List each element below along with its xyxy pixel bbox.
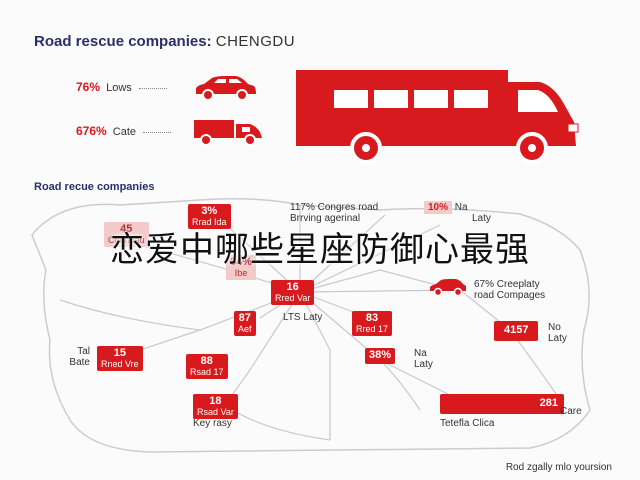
city-name: CHENGDU: [215, 33, 296, 50]
map-note: 10% Na Laty: [424, 201, 491, 224]
car-icon: [196, 76, 256, 101]
dotted-leader: [143, 131, 172, 133]
rescue-truck-illustration: [296, 70, 579, 164]
page-title: Road rescue companies: CHENGDU: [34, 33, 295, 50]
title-text: Road rescue companies:: [34, 33, 212, 50]
stat-value: 76%: [76, 80, 101, 94]
map-label: Tetefla Clica: [440, 418, 495, 429]
map-badge: 38%: [365, 348, 396, 364]
map-badge: 3%Rrad Ida: [188, 204, 231, 229]
map-label: LTS Laty: [283, 312, 323, 323]
footer-note: Rod zgally mlo yoursion: [505, 462, 612, 473]
map-label: No Laty: [548, 322, 567, 344]
map-car-icon: [430, 279, 466, 297]
overlay-caption: 恋爱中哪些星座防御心最强: [110, 230, 530, 270]
road-network: [59, 205, 561, 441]
stat-value: 676%: [76, 124, 107, 138]
stat-cate: 676% Cate: [76, 124, 172, 138]
small-truck-icon: [194, 120, 262, 146]
map-label: Care: [560, 406, 582, 417]
map-badge: 4157: [494, 321, 539, 341]
map-label: Tal Bate: [69, 346, 90, 368]
stat-label: Lows: [106, 82, 132, 94]
stat-label: Cate: [112, 126, 137, 138]
map-outline: [31, 198, 591, 453]
map-car-label: 67% Creeplaty road Compages: [474, 279, 546, 301]
map-note: 117% Congres road Brrving agerinal: [290, 202, 379, 224]
map-badge: 84%Ibe: [226, 255, 257, 280]
dotted-leader: [138, 87, 167, 89]
map-label: Na Laty: [414, 348, 433, 370]
map-badge: 281: [440, 394, 564, 414]
stat-lows: 76% Lows: [76, 80, 167, 94]
map-label: Key rasy: [193, 418, 232, 429]
section-subtitle: Road recue companies: [34, 181, 155, 193]
